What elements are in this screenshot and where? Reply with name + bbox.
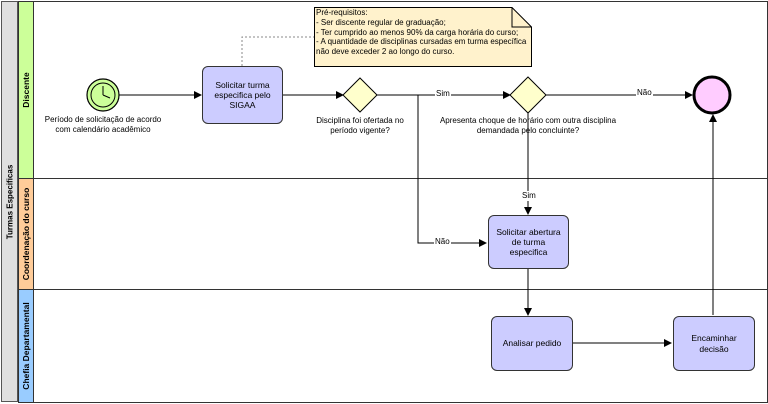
task-encaminhar-label: Encaminhar decisão	[691, 333, 737, 354]
annotation-line-1: Pré-requisitos:	[316, 8, 368, 17]
task-analisar-label: Analisar pedido	[502, 338, 562, 349]
lane-header-chefia: Chefia Departamental	[19, 290, 34, 402]
task-analisar-pedido[interactable]: Analisar pedido	[491, 316, 573, 371]
lane-header-coordenacao: Coordenação do curso	[19, 179, 34, 289]
annotation-line-4: - A quantidade de disciplinas cursadas e…	[316, 37, 527, 47]
pool-header: Turmas Especificas	[1, 1, 18, 402]
annotation-line-3: - Ter cumprido ao menos 90% da carga hor…	[316, 27, 519, 37]
flow-label-nao-2: Não	[434, 237, 451, 247]
flow-ofertada-nao	[377, 94, 487, 247]
annotation-text: Pré-requisitos:- Ser discente regular de…	[316, 8, 526, 57]
lane-header-discente: Discente	[19, 2, 34, 178]
annotation-line-2: - Ser discente regular de graduação;	[316, 17, 446, 27]
flow-label-sim-2: Sim	[521, 191, 537, 201]
annotation-association	[241, 36, 314, 66]
annotation-shape	[314, 7, 532, 67]
end-event	[692, 75, 732, 115]
task-solicitar-abertura-label: Solicitar abertura de turma especifica	[496, 226, 561, 258]
flow-label-nao-1: Não	[636, 88, 653, 98]
start-event-label: Período de solicitação de acordo com cal…	[44, 115, 162, 134]
gateway-choque	[509, 76, 547, 114]
prerequisites-annotation: Pré-requisitos:- Ser discente regular de…	[314, 7, 532, 67]
gateway-ofertada	[342, 77, 378, 113]
task-solicitar-turma-label: Solicitar turma especifica pelo SIGAA	[214, 79, 271, 111]
task-solicitar-abertura[interactable]: Solicitar abertura de turma especifica	[488, 215, 569, 269]
start-event-clock-icon	[86, 78, 120, 112]
gateway-choque-label: Apresenta choque de horário com outra di…	[439, 116, 617, 135]
annotation-line-5: não deve exceder 2 ao longo do curso.	[316, 47, 455, 56]
flow-label-sim-1: Sim	[435, 89, 451, 99]
task-solicitar-turma[interactable]: Solicitar turma especifica pelo SIGAA	[202, 66, 283, 124]
gateway-ofertada-label: Disciplina foi ofertada no período vigen…	[316, 116, 404, 135]
task-encaminhar-decisao[interactable]: Encaminhar decisão	[673, 316, 755, 371]
